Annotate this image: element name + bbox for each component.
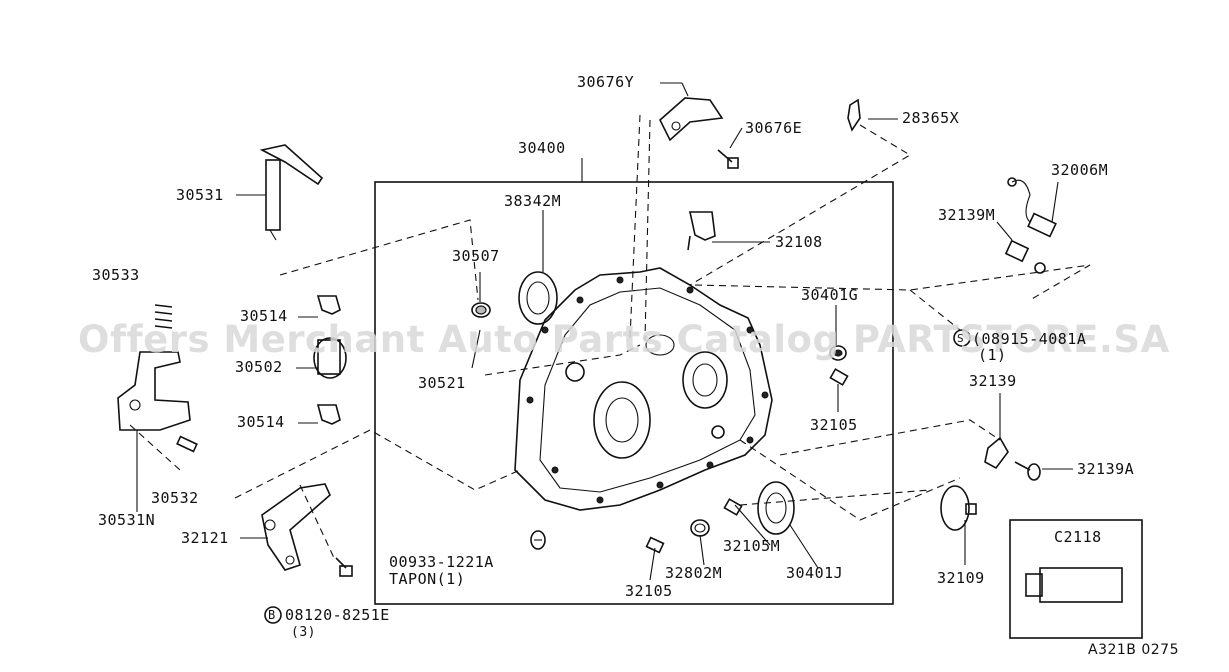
label-32105m: 32105M (723, 537, 781, 555)
part-30401j-seal (757, 481, 795, 535)
part-30514-upper (316, 295, 341, 315)
part-08120-bolt (335, 557, 353, 577)
part-30401g-seal (829, 345, 847, 361)
label-30532: 30532 (151, 489, 199, 507)
label-30514-upper: 30514 (240, 307, 288, 325)
footer-diagram-code: A321B 0275 (1088, 642, 1179, 658)
label-bolt-qty: (3) (291, 625, 316, 640)
part-30502-block (313, 337, 347, 379)
part-32105-pin (829, 368, 849, 386)
part-32802m-bushing (690, 519, 710, 537)
part-c2118-sealant (1009, 519, 1143, 639)
label-bolt-circle: B (268, 608, 276, 622)
part-38342m-seal (518, 271, 558, 325)
part-32108-bracket (687, 211, 716, 251)
label-08915-qty: (1) (978, 346, 1007, 364)
label-30400: 30400 (518, 139, 566, 157)
label-32108: 32108 (775, 233, 823, 251)
label-08120: 08120-8251E (285, 606, 390, 624)
part-32121-bracket (261, 483, 331, 571)
part-32139m-plug (1004, 239, 1046, 274)
part-32139a-bolt (1014, 461, 1041, 481)
label-32139m: 32139M (938, 206, 996, 224)
label-30531: 30531 (176, 186, 224, 204)
label-32802m: 32802M (665, 564, 723, 582)
part-32105-pin-lower (645, 536, 665, 554)
part-30676y-bracket (659, 97, 724, 142)
label-30533: 30533 (92, 266, 140, 284)
leader-lines (136, 82, 1073, 581)
label-30676e: 30676E (745, 119, 803, 137)
label-30401j: 30401J (786, 564, 844, 582)
label-32139a: 32139A (1077, 460, 1135, 478)
label-00933: 00933-1221A (389, 553, 494, 571)
part-32109-gear (940, 485, 977, 531)
watermark: Offers Merchant Auto Parts Catalog PARTS… (78, 318, 1170, 361)
label-30401g: 30401G (801, 286, 859, 304)
label-30531n: 30531N (98, 511, 156, 529)
label-tapon: TAPON(1) (389, 570, 466, 588)
part-30531n-fork (117, 351, 191, 431)
transmission-case (514, 267, 773, 511)
bolt-circle-marker (264, 606, 282, 624)
part-30507-seal (471, 302, 491, 318)
part-30533-spring (154, 304, 173, 329)
part-30532-pin (176, 435, 198, 453)
label-32105-lower: 32105 (625, 582, 673, 600)
part-32105m-pin (723, 498, 743, 516)
part-28365x-clip (847, 98, 861, 132)
label-32109: 32109 (937, 569, 985, 587)
label-30521: 30521 (418, 374, 466, 392)
label-32139: 32139 (969, 372, 1017, 390)
label-08915: (08915-4081A (972, 330, 1087, 348)
label-28365x: 28365X (902, 109, 960, 127)
dashed-lines (129, 114, 1091, 561)
part-30531-lever (259, 144, 324, 241)
label-32006m: 32006M (1051, 161, 1109, 179)
label-38342m: 38342M (504, 192, 562, 210)
part-32139-clip (984, 436, 1009, 470)
label-32121: 32121 (181, 529, 229, 547)
case-frame (374, 181, 894, 605)
label-32105-upper: 32105 (810, 416, 858, 434)
label-c2118: C2118 (1054, 528, 1102, 546)
part-30514-lower (316, 404, 341, 425)
label-30676y: 30676Y (577, 73, 635, 91)
part-30676e-bolt (717, 149, 739, 169)
label-08915-circle: S (957, 332, 965, 345)
part-00933-plug (530, 530, 546, 550)
label-30502: 30502 (235, 358, 283, 376)
label-30514-lower: 30514 (237, 413, 285, 431)
sealant-circle-marker (953, 329, 971, 347)
part-32006m-switch (1007, 177, 1057, 238)
label-30507: 30507 (452, 247, 500, 265)
